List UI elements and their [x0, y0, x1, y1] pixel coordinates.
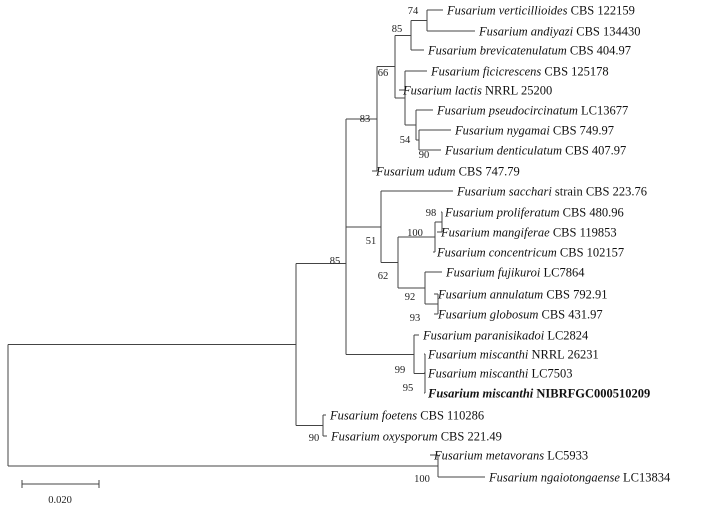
- strain-id: LC7864: [540, 266, 585, 280]
- taxon-label: Fusarium pseudocircinatum LC13677: [436, 104, 628, 118]
- taxon-label: Fusarium denticulatum CBS 407.97: [444, 144, 626, 158]
- species-name: Fusarium miscanthi: [427, 348, 529, 362]
- taxon-label: Fusarium proliferatum CBS 480.96: [444, 206, 624, 220]
- bootstrap-value: 90: [419, 150, 430, 161]
- taxon-label: Fusarium concentricum CBS 102157: [436, 246, 624, 260]
- species-name: Fusarium metavorans: [433, 449, 544, 463]
- strain-id: CBS 122159: [567, 4, 634, 18]
- taxon-label: Fusarium miscanthi NIBRFGC000510209: [427, 387, 650, 401]
- strain-id: CBS 102157: [557, 246, 624, 260]
- species-name: Fusarium andiyazi: [478, 25, 574, 39]
- bootstrap-value: 62: [378, 271, 389, 282]
- strain-id: NIBRFGC000510209: [533, 387, 650, 401]
- species-name: Fusarium ngaiotongaense: [488, 471, 620, 485]
- species-name: Fusarium miscanthi: [427, 367, 529, 381]
- taxon-label: Fusarium ficicrescens CBS 125178: [430, 65, 609, 79]
- strain-id: NRRL 26231: [528, 348, 598, 362]
- scale-bar-label: 0.020: [48, 495, 72, 506]
- species-name: Fusarium globosum: [437, 308, 538, 322]
- taxon-labels: Fusarium verticillioides CBS 122159Fusar…: [329, 4, 671, 485]
- species-name: Fusarium brevicatenulatum: [427, 44, 567, 58]
- bootstrap-value: 95: [403, 383, 414, 394]
- species-name: Fusarium oxysporum: [330, 430, 438, 444]
- strain-id: CBS 110286: [417, 409, 484, 423]
- taxon-label: Fusarium lactis NRRL 25200: [402, 84, 552, 98]
- strain-id: strain CBS 223.76: [552, 185, 647, 199]
- species-name: Fusarium miscanthi: [427, 387, 534, 401]
- strain-id: LC2824: [544, 329, 589, 343]
- species-name: Fusarium lactis: [402, 84, 482, 98]
- bootstrap-value: 99: [395, 365, 406, 376]
- species-name: Fusarium verticillioides: [446, 4, 568, 18]
- strain-id: CBS 134430: [573, 25, 640, 39]
- taxon-label: Fusarium paranisikadoi LC2824: [422, 329, 589, 343]
- species-name: Fusarium paranisikadoi: [422, 329, 545, 343]
- species-name: Fusarium denticulatum: [444, 144, 562, 158]
- strain-id: CBS 747.79: [456, 165, 520, 179]
- bootstrap-value: 92: [405, 292, 416, 303]
- tree-branches: [7, 9, 485, 478]
- taxon-label: Fusarium brevicatenulatum CBS 404.97: [427, 44, 631, 58]
- strain-id: LC13677: [578, 104, 628, 118]
- taxon-label: Fusarium verticillioides CBS 122159: [446, 4, 635, 18]
- taxon-label: Fusarium globosum CBS 431.97: [437, 308, 603, 322]
- bootstrap-value: 85: [392, 24, 403, 35]
- species-name: Fusarium annulatum: [437, 288, 543, 302]
- taxon-label: Fusarium annulatum CBS 792.91: [437, 288, 607, 302]
- strain-id: LC7503: [528, 367, 572, 381]
- species-name: Fusarium ficicrescens: [430, 65, 541, 79]
- strain-id: CBS 125178: [541, 65, 608, 79]
- taxon-label: Fusarium ngaiotongaense LC13834: [488, 471, 671, 485]
- bootstrap-value: 90: [309, 433, 320, 444]
- taxon-label: Fusarium metavorans LC5933: [433, 449, 588, 463]
- taxon-label: Fusarium mangiferae CBS 119853: [440, 226, 617, 240]
- taxon-label: Fusarium miscanthi NRRL 26231: [427, 348, 599, 362]
- strain-id: CBS 749.97: [550, 124, 614, 138]
- bootstrap-value: 51: [366, 236, 377, 247]
- species-name: Fusarium foetens: [329, 409, 417, 423]
- strain-id: LC5933: [544, 449, 588, 463]
- bootstrap-value: 54: [400, 135, 411, 146]
- taxon-label: Fusarium foetens CBS 110286: [329, 409, 484, 423]
- species-name: Fusarium nygamai: [454, 124, 550, 138]
- species-name: Fusarium fujikuroi: [445, 266, 541, 280]
- strain-id: CBS 119853: [550, 226, 617, 240]
- strain-id: CBS 407.97: [562, 144, 626, 158]
- species-name: Fusarium pseudocircinatum: [436, 104, 578, 118]
- strain-id: CBS 221.49: [438, 430, 502, 444]
- scale-bar: 0.020: [21, 480, 100, 506]
- bootstrap-value: 66: [378, 68, 389, 79]
- strain-id: CBS 431.97: [538, 308, 602, 322]
- bootstrap-value: 83: [360, 114, 371, 125]
- bootstrap-value: 85: [330, 256, 341, 267]
- taxon-label: Fusarium miscanthi LC7503: [427, 367, 572, 381]
- taxon-label: Fusarium oxysporum CBS 221.49: [330, 430, 502, 444]
- taxon-label: Fusarium udum CBS 747.79: [375, 165, 520, 179]
- bootstrap-value: 93: [410, 313, 421, 324]
- species-name: Fusarium mangiferae: [440, 226, 550, 240]
- bootstrap-value: 74: [408, 6, 419, 17]
- taxon-label: Fusarium nygamai CBS 749.97: [454, 124, 614, 138]
- strain-id: CBS 792.91: [543, 288, 607, 302]
- strain-id: LC13834: [620, 471, 671, 485]
- taxon-label: Fusarium andiyazi CBS 134430: [478, 25, 641, 39]
- species-name: Fusarium sacchari: [456, 185, 552, 199]
- species-name: Fusarium udum: [375, 165, 456, 179]
- bootstrap-value: 98: [426, 208, 437, 219]
- bootstrap-value: 100: [414, 474, 430, 485]
- strain-id: CBS 480.96: [559, 206, 623, 220]
- taxon-label: Fusarium fujikuroi LC7864: [445, 266, 585, 280]
- species-name: Fusarium proliferatum: [444, 206, 559, 220]
- species-name: Fusarium concentricum: [436, 246, 557, 260]
- taxon-label: Fusarium sacchari strain CBS 223.76: [456, 185, 647, 199]
- bootstrap-value: 100: [407, 228, 423, 239]
- strain-id: CBS 404.97: [567, 44, 631, 58]
- strain-id: NRRL 25200: [482, 84, 552, 98]
